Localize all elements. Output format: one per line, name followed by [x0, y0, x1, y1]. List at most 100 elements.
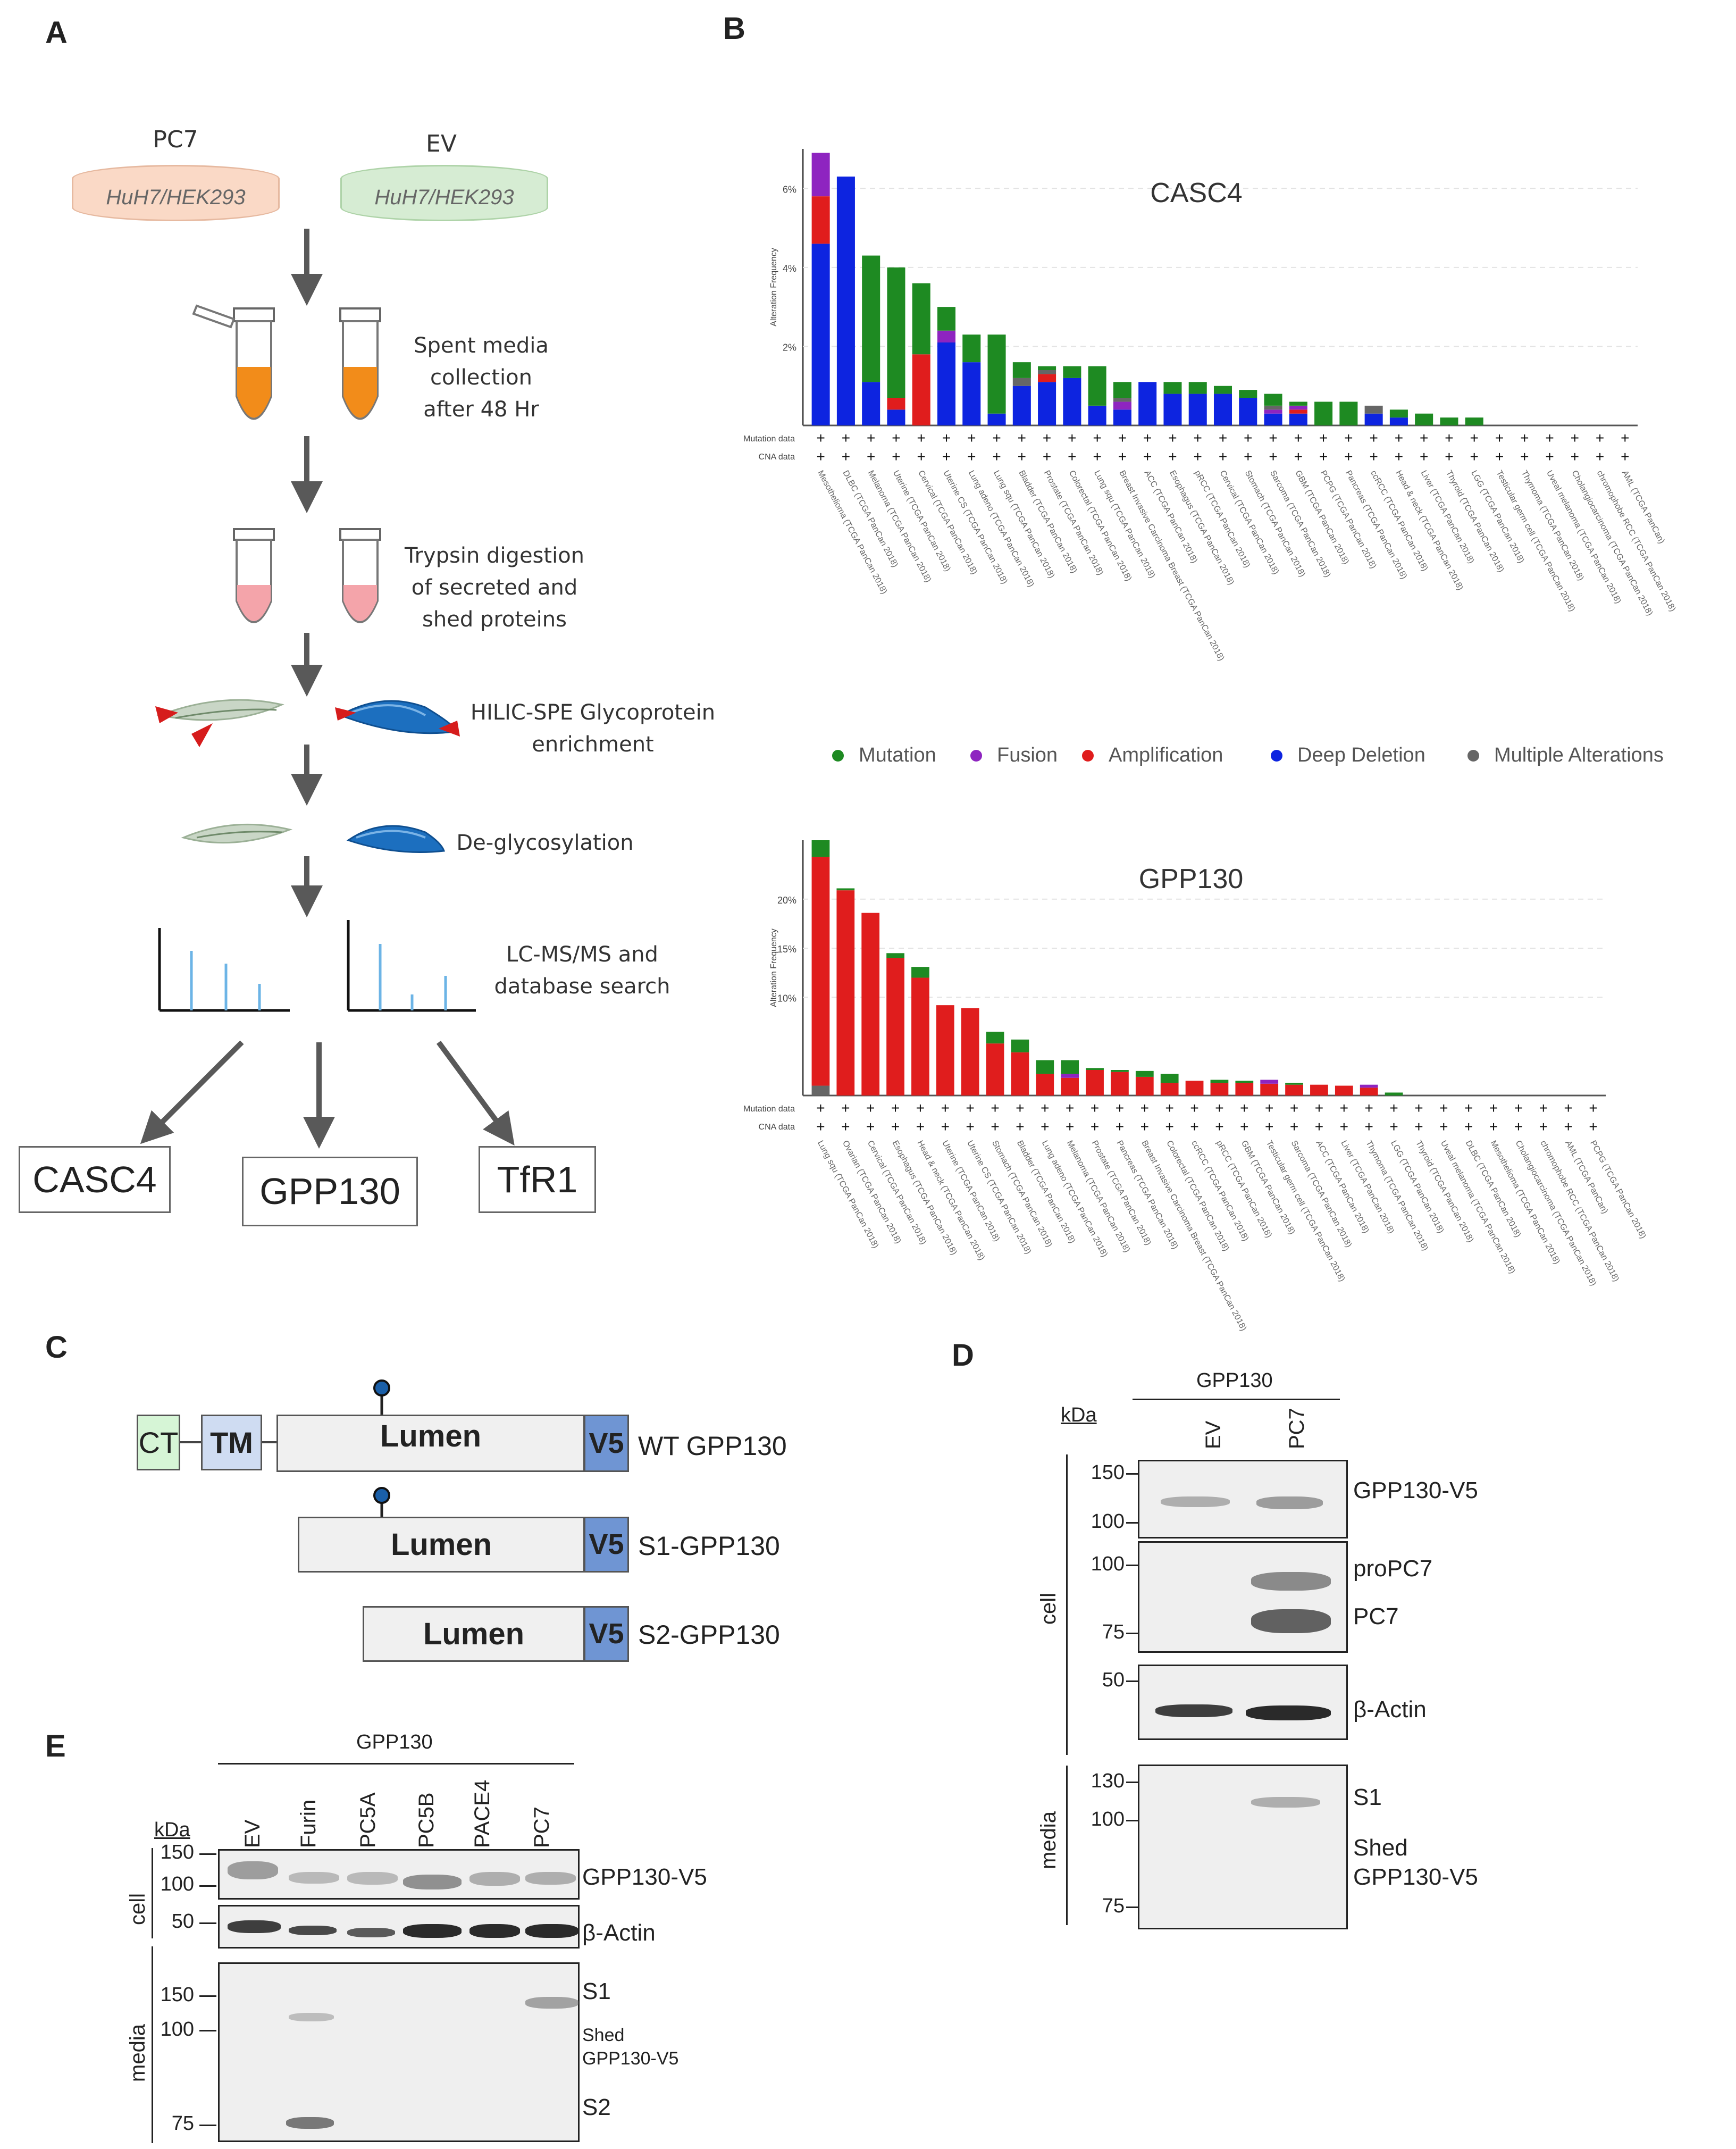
d-tick-mark-150 — [1126, 1473, 1139, 1475]
bar-segment — [1012, 378, 1031, 386]
legend-fusion-swatch — [970, 750, 982, 762]
bar-segment — [811, 857, 830, 1086]
legend-mutation-label: Mutation — [859, 744, 936, 766]
category-label: AML (TCGA PanCan) — [1620, 469, 1666, 545]
s2-gpp130-label: S2-GPP130 — [638, 1620, 780, 1650]
arrow-to-casc4 — [140, 1040, 244, 1144]
construct-lines — [178, 1379, 390, 1517]
mutation-data-marker: + — [1596, 430, 1604, 446]
s1-gpp130-label: S1-GPP130 — [638, 1531, 780, 1561]
step-trypsin: Trypsin digestion of secreted and shed p… — [393, 540, 596, 635]
cna-data-marker: + — [916, 1118, 925, 1135]
row-label-cna: CNA data — [759, 1123, 795, 1132]
cna-data-marker: + — [1018, 448, 1026, 465]
mutation-data-marker: + — [866, 1100, 875, 1116]
mutation-data-marker: + — [1265, 1100, 1273, 1116]
y-axis-label: Alteration Frequency — [769, 248, 778, 327]
step-media-collection: Spent media collection after 48 Hr — [393, 330, 569, 425]
bar-segment — [1264, 409, 1282, 414]
cna-data-marker: + — [1545, 448, 1554, 465]
cna-data-marker: + — [1464, 1118, 1473, 1135]
cna-data-marker: + — [1165, 1118, 1174, 1135]
bar-segment — [911, 967, 929, 978]
step-lcms-line-1: LC-MS/MS and — [506, 942, 658, 967]
bar-segment — [811, 244, 830, 425]
bar-segment — [1135, 1076, 1154, 1096]
e-band-furin-s2 — [286, 2117, 334, 2129]
d-band-ev-actin — [1155, 1704, 1232, 1717]
bar-segment — [1038, 374, 1056, 382]
e-kda-label: kDa — [154, 1819, 190, 1841]
cna-data-marker: + — [1290, 1118, 1298, 1135]
alteration-legend: Mutation Fusion Amplification Deep Delet… — [821, 742, 1725, 774]
e-band-pace4 — [469, 1872, 520, 1886]
d-label-pc7: PC7 — [1353, 1603, 1399, 1629]
d-band-ev-gpp130 — [1161, 1496, 1230, 1507]
mutation-data-marker: + — [1143, 430, 1152, 446]
mutation-data-marker: + — [1389, 1100, 1398, 1116]
bar-segment — [1086, 1070, 1104, 1096]
wt-lumen-domain: Lumen — [276, 1415, 585, 1472]
bar-segment — [887, 398, 905, 410]
e-actin-furin — [289, 1926, 337, 1935]
e-tick-mark-75 — [199, 2125, 216, 2126]
y-axis-label: Alteration Frequency — [769, 929, 778, 1007]
mutation-data-marker: + — [867, 430, 875, 446]
bar-segment — [937, 307, 956, 331]
cna-data-marker: + — [841, 1118, 850, 1135]
bar-segment — [1213, 394, 1232, 425]
cna-data-marker: + — [1414, 1118, 1423, 1135]
mutation-data-marker: + — [916, 1100, 925, 1116]
glycoprotein-right — [335, 700, 460, 737]
bar-segment — [1135, 1071, 1154, 1077]
bar-segment — [1012, 362, 1031, 378]
bar-segment — [1160, 1083, 1179, 1096]
mutation-data-marker: + — [1140, 1100, 1149, 1116]
mutation-data-marker: + — [941, 1100, 950, 1116]
mutation-data-marker: + — [1340, 1100, 1348, 1116]
e-label-s1: S1 — [582, 1978, 611, 2004]
step-media-line-2: collection — [430, 365, 532, 390]
bar-segment — [1364, 405, 1383, 414]
y-tick-label: 10% — [777, 993, 796, 1004]
e-tick-75: 75 — [171, 2112, 194, 2135]
panel-letter-e: E — [45, 1729, 66, 1763]
cna-data-marker: + — [966, 1118, 975, 1135]
mutation-data-marker: + — [1621, 430, 1629, 446]
bar-segment — [1088, 405, 1106, 425]
bar-segment — [811, 840, 830, 857]
cna-data-marker: + — [1066, 1118, 1074, 1135]
cna-data-marker: + — [1240, 1118, 1248, 1135]
d-band-propc7 — [1251, 1572, 1331, 1591]
d-header-line — [1133, 1399, 1340, 1400]
mutation-data-marker: + — [1244, 430, 1252, 446]
bar-segment — [1415, 413, 1433, 425]
d-tick-mark-130 — [1126, 1782, 1139, 1783]
mutation-data-marker: + — [1369, 430, 1378, 446]
d-tick-mark-100a — [1126, 1522, 1139, 1524]
bar-segment — [1038, 366, 1056, 370]
cna-data-marker: + — [1470, 448, 1479, 465]
bar-segment — [811, 1085, 830, 1096]
bar-segment — [1213, 386, 1232, 394]
ev-culture-dish: HuH7/HEK293 — [340, 165, 548, 221]
mutation-data-marker: + — [1539, 1100, 1548, 1116]
bar-segment — [1235, 1083, 1254, 1096]
s2-lumen-domain: Lumen — [363, 1606, 585, 1662]
bar-segment — [1360, 1088, 1378, 1096]
cna-data-marker: + — [1571, 448, 1579, 465]
cna-data-marker: + — [1395, 448, 1403, 465]
result-casc4: CASC4 — [19, 1146, 171, 1213]
bar-segment — [1264, 413, 1282, 425]
step-trypsin-line-1: Trypsin digestion — [404, 543, 585, 568]
cna-data-marker: + — [1068, 448, 1076, 465]
cna-data-marker: + — [1564, 1118, 1573, 1135]
mutation-data-marker: + — [1365, 1100, 1373, 1116]
d-lane-pc7: PC7 — [1285, 1408, 1309, 1449]
bar-segment — [1061, 1060, 1079, 1074]
result-gpp130: GPP130 — [242, 1157, 418, 1226]
mutation-data-marker: + — [1344, 430, 1353, 446]
chart-title: CASC4 — [1150, 178, 1242, 208]
step-hilic: HILIC-SPE Glycoprotein enrichment — [463, 697, 723, 760]
e-lane-furin: Furin — [297, 1799, 320, 1848]
